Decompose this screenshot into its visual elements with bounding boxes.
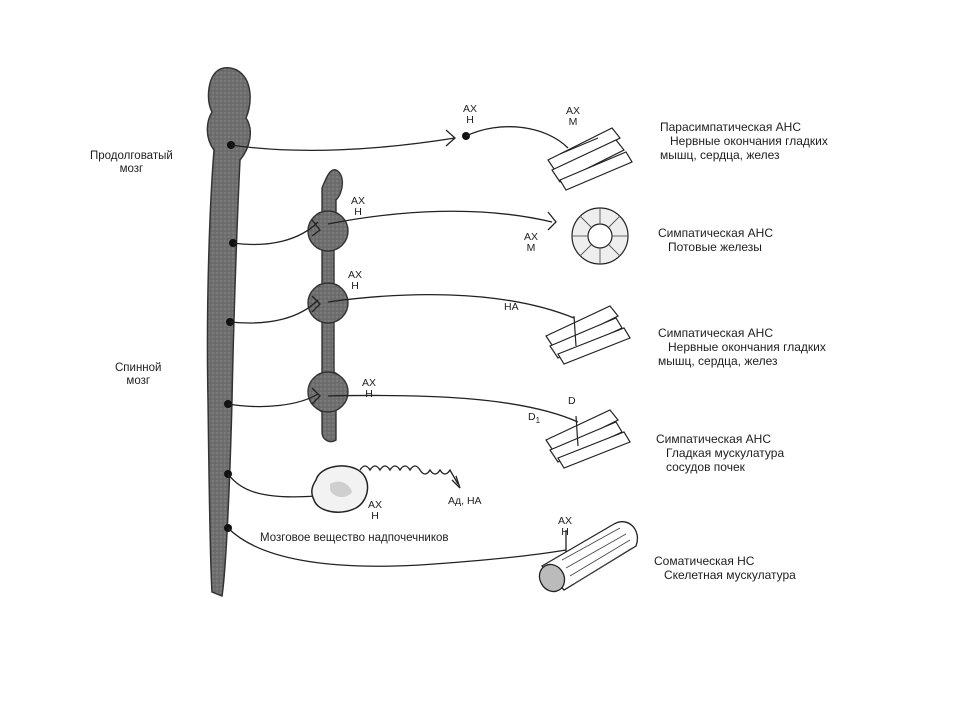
- smooth-muscle-1: [547, 127, 633, 191]
- adrenal-hormone-wave: [359, 465, 459, 485]
- pathway-label-3: Симпатическая АНС Нервные окончания глад…: [658, 326, 826, 368]
- somatic-fiber: [227, 527, 567, 567]
- adrenal-label: Мозговое вещество надпочечников: [260, 532, 449, 544]
- sympathetic-postganglionic-3: [327, 394, 579, 423]
- smooth-muscle-2: [545, 305, 631, 365]
- pathway-label-2: Симпатическая АНС Потовые железы: [658, 226, 774, 254]
- ganglion-1: [307, 210, 349, 252]
- skeletal-muscle: [538, 521, 639, 593]
- pathway-label-4: Симпатическая АНС Гладкая мускулатура со…: [656, 432, 785, 474]
- pathway-label-5: Соматическая НС Скелетная мускулатура: [654, 554, 796, 582]
- na-label: НА: [504, 301, 519, 313]
- sweat-gland: [571, 207, 629, 265]
- parasympathetic-preganglionic: [230, 137, 456, 151]
- parasympathetic-postganglionic: [465, 126, 569, 149]
- smooth-muscle-3: [545, 409, 631, 469]
- dopamine-d-label: D: [568, 395, 576, 407]
- spinal-cord: [206, 67, 252, 598]
- ganglion-2: [307, 282, 349, 324]
- medulla-label: Продолговатый мозг: [90, 150, 173, 175]
- dopamine-d1-label: D1: [528, 411, 541, 426]
- ganglion-3: [307, 371, 349, 413]
- hormones-label: Ад, НА: [448, 495, 482, 507]
- pathway-label-1: Парасимпатическая АНС Нервные окончания …: [660, 120, 828, 162]
- spinal-cord-label: Спинной мозг: [115, 362, 162, 387]
- sympathetic-postganglionic-1: [327, 210, 553, 225]
- sympathetic-postganglionic-2: [327, 294, 575, 319]
